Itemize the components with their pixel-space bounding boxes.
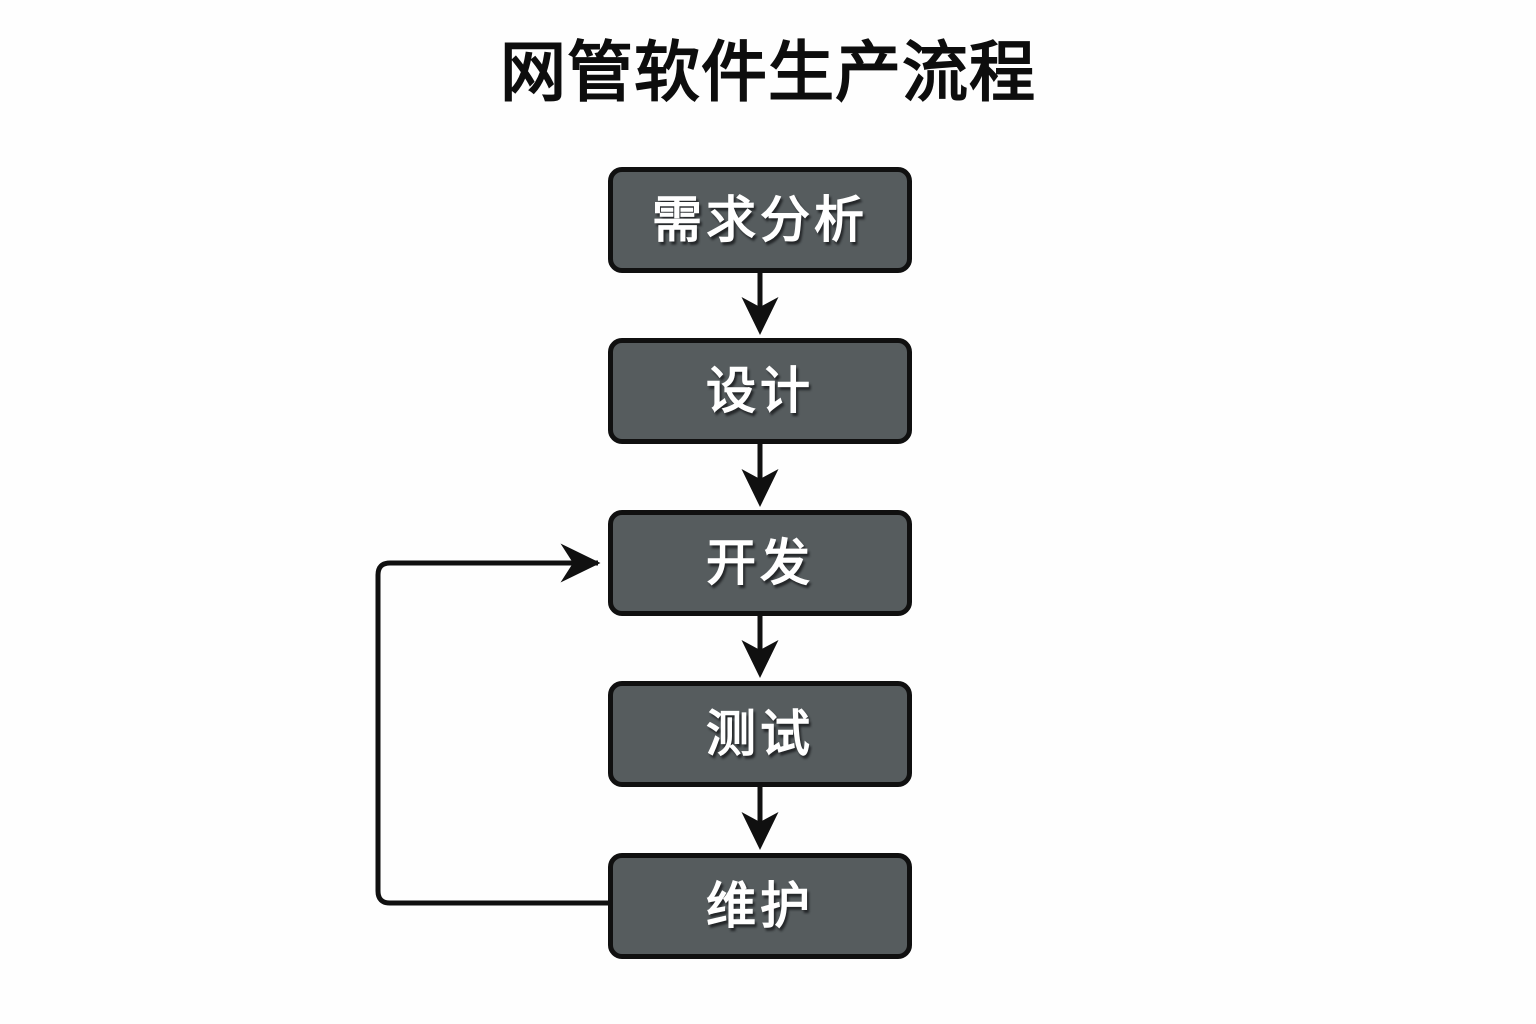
process-node-label: 维护 bbox=[706, 877, 814, 935]
process-node-label: 设计 bbox=[706, 362, 814, 420]
process-node-design[interactable]: 设计 bbox=[608, 338, 912, 444]
process-node-label: 开发 bbox=[706, 534, 814, 592]
process-node-testing[interactable]: 测试 bbox=[608, 681, 912, 787]
process-node-maintenance[interactable]: 维护 bbox=[608, 853, 912, 959]
page-title: 网管软件生产流程 bbox=[500, 34, 1036, 111]
process-node-label: 测试 bbox=[706, 705, 814, 763]
process-node-development[interactable]: 开发 bbox=[608, 510, 912, 616]
edge-maintenance-development-feedback bbox=[375, 543, 608, 906]
process-node-requirements[interactable]: 需求分析 bbox=[608, 167, 912, 273]
process-node-label: 需求分析 bbox=[652, 191, 868, 249]
